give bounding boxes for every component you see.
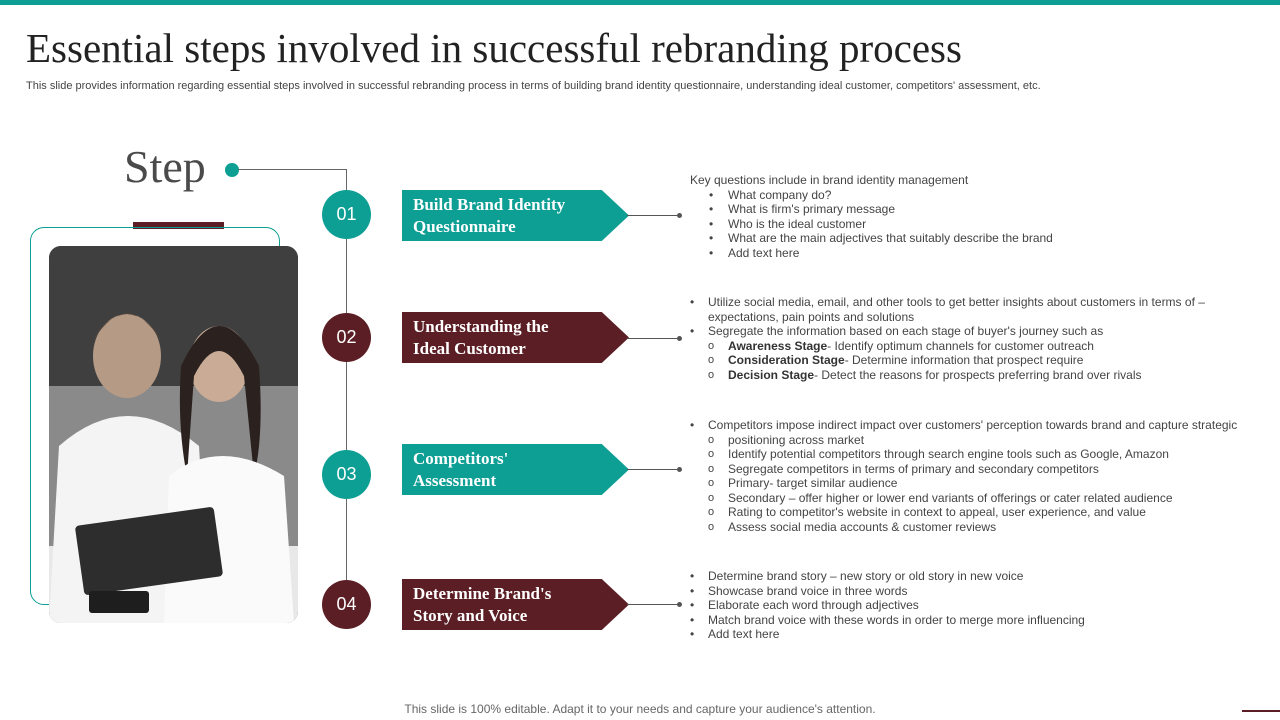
step-description-2: Utilize social media, email, and other t… [690, 295, 1260, 382]
step-number-2: 02 [322, 313, 371, 362]
people-photo [49, 246, 298, 623]
list-subitem: Awareness Stage- Identify optimum channe… [690, 339, 1260, 354]
step-2-bullets: Utilize social media, email, and other t… [690, 295, 1260, 382]
subitem-bold: Decision Stage [728, 367, 815, 382]
list-item: What are the main adjectives that suitab… [690, 231, 1260, 246]
list-subitem: Identify potential competitors through s… [690, 447, 1260, 462]
step-description-4: Determine brand story – new story or old… [690, 569, 1260, 642]
list-item: Showcase brand voice in three words [690, 584, 1260, 599]
corner-accent-bar [1242, 710, 1280, 712]
step-label-4-line2: Story and Voice [413, 606, 528, 625]
list-item: Segregate the information based on each … [690, 324, 1260, 339]
subitem-bold: Awareness Stage [728, 338, 828, 353]
list-item: Add text here [690, 246, 1260, 261]
list-subitem: Secondary – offer higher or lower end va… [690, 491, 1260, 506]
list-item: Utilize social media, email, and other t… [690, 295, 1260, 310]
step-connector-1 [627, 215, 680, 216]
step-dot [225, 163, 239, 177]
step-label-1-line2: Questionnaire [413, 217, 516, 236]
step-label-1: Build Brand Identity Questionnaire [402, 190, 629, 241]
list-subitem: positioning across market [690, 433, 1260, 448]
list-item: Match brand voice with these words in or… [690, 613, 1260, 628]
list-item: Competitors impose indirect impact over … [690, 418, 1260, 433]
subitem-text: - Identify optimum channels for customer… [827, 338, 1094, 353]
step-connector-4 [627, 604, 680, 605]
step-description-3: Competitors impose indirect impact over … [690, 418, 1260, 534]
photo-illustration [49, 246, 298, 623]
step-label-2-line2: Ideal Customer [413, 339, 526, 358]
list-subitem: Assess social media accounts & customer … [690, 520, 1260, 535]
subitem-text: - Determine information that prospect re… [844, 353, 1084, 367]
subitem-text: - Detect the reasons for prospects prefe… [814, 367, 1142, 382]
list-subitem: Rating to competitor's website in contex… [690, 505, 1260, 520]
slide-title: Essential steps involved in successful r… [26, 25, 962, 71]
step-number-4: 04 [322, 580, 371, 629]
list-subitem: Decision Stage- Detect the reasons for p… [690, 368, 1260, 383]
list-subitem: Primary- target similar audience [690, 476, 1260, 491]
step-label-4-line1: Determine Brand's [413, 584, 552, 603]
step-label-3: Competitors' Assessment [402, 444, 629, 495]
step-label-3-line1: Competitors' [413, 449, 509, 468]
timeline-connector [238, 169, 346, 170]
step-connector-2 [627, 338, 680, 339]
slide-subtitle: This slide provides information regardin… [26, 80, 1041, 92]
step-label-2: Understanding the Ideal Customer [402, 312, 629, 363]
list-item: Who is the ideal customer [690, 217, 1260, 232]
list-item: Add text here [690, 627, 1260, 642]
list-item-continuation: expectations, pain points and solutions [708, 309, 915, 324]
step-number-3: 03 [322, 450, 371, 499]
list-item: Elaborate each word through adjectives [690, 598, 1260, 613]
step-label-4: Determine Brand's Story and Voice [402, 579, 629, 630]
list-subitem: Consideration Stage- Determine informati… [690, 353, 1260, 368]
list-subitem: Segregate competitors in terms of primar… [690, 462, 1260, 477]
step-connector-dot-2 [677, 336, 682, 341]
top-accent-bar [0, 0, 1280, 5]
step-connector-dot-3 [677, 467, 682, 472]
slide-footer: This slide is 100% editable. Adapt it to… [0, 702, 1280, 716]
step-1-intro: Key questions include in brand identity … [690, 173, 969, 187]
step-label-1-line1: Build Brand Identity [413, 195, 566, 214]
step-connector-dot-4 [677, 602, 682, 607]
step-4-bullets: Determine brand story – new story or old… [690, 569, 1260, 642]
step-label-2-line1: Understanding the [413, 317, 549, 336]
timeline-line [346, 169, 347, 604]
footer-text: This slide is 100% editable. Adapt it to… [404, 702, 876, 716]
list-item: What is firm's primary message [690, 202, 1260, 217]
subitem-bold: Consideration Stage [728, 353, 845, 367]
step-label-3-line2: Assessment [413, 471, 497, 490]
step-number-1: 01 [322, 190, 371, 239]
step-heading: Step [124, 141, 206, 192]
step-connector-dot-1 [677, 213, 682, 218]
decorative-bar [133, 222, 224, 229]
step-3-bullets: Competitors impose indirect impact over … [690, 418, 1260, 534]
list-item: What company do? [690, 188, 1260, 203]
step-description-1: Key questions include in brand identity … [690, 173, 1260, 260]
step-1-bullets: What company do? What is firm's primary … [690, 188, 1260, 261]
list-item: Determine brand story – new story or old… [690, 569, 1260, 584]
step-connector-3 [627, 469, 680, 470]
